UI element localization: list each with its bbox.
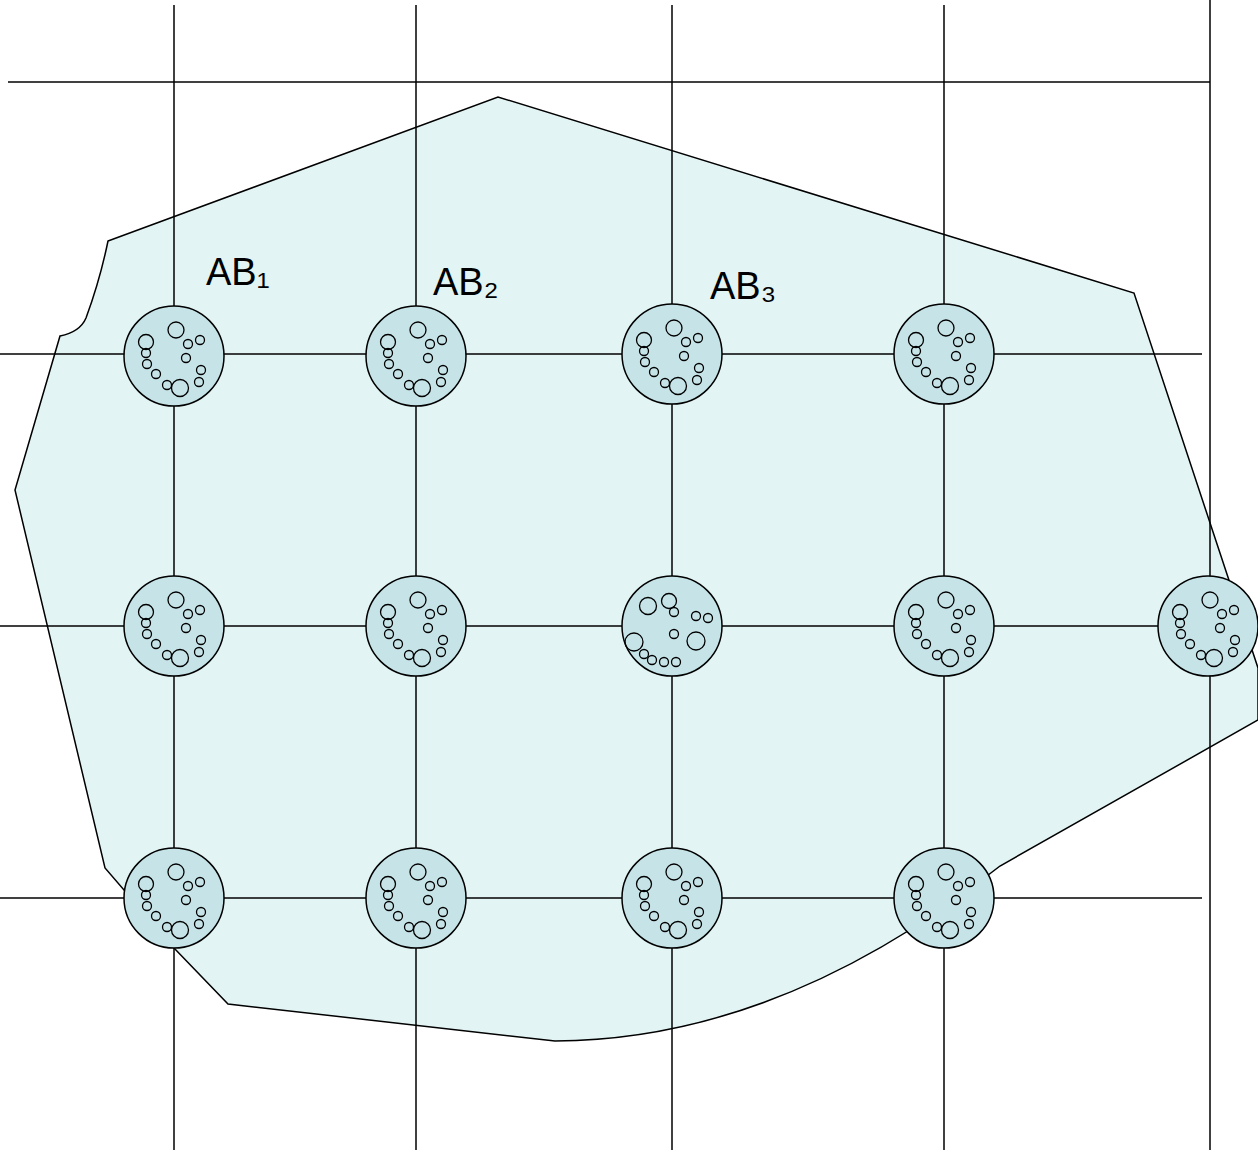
- block-label: AB₃: [710, 266, 776, 308]
- block-label: AB₂: [433, 262, 498, 304]
- block-label: AB₁: [206, 252, 270, 294]
- block-circles: [124, 304, 1258, 948]
- region-outline: [15, 97, 1258, 1041]
